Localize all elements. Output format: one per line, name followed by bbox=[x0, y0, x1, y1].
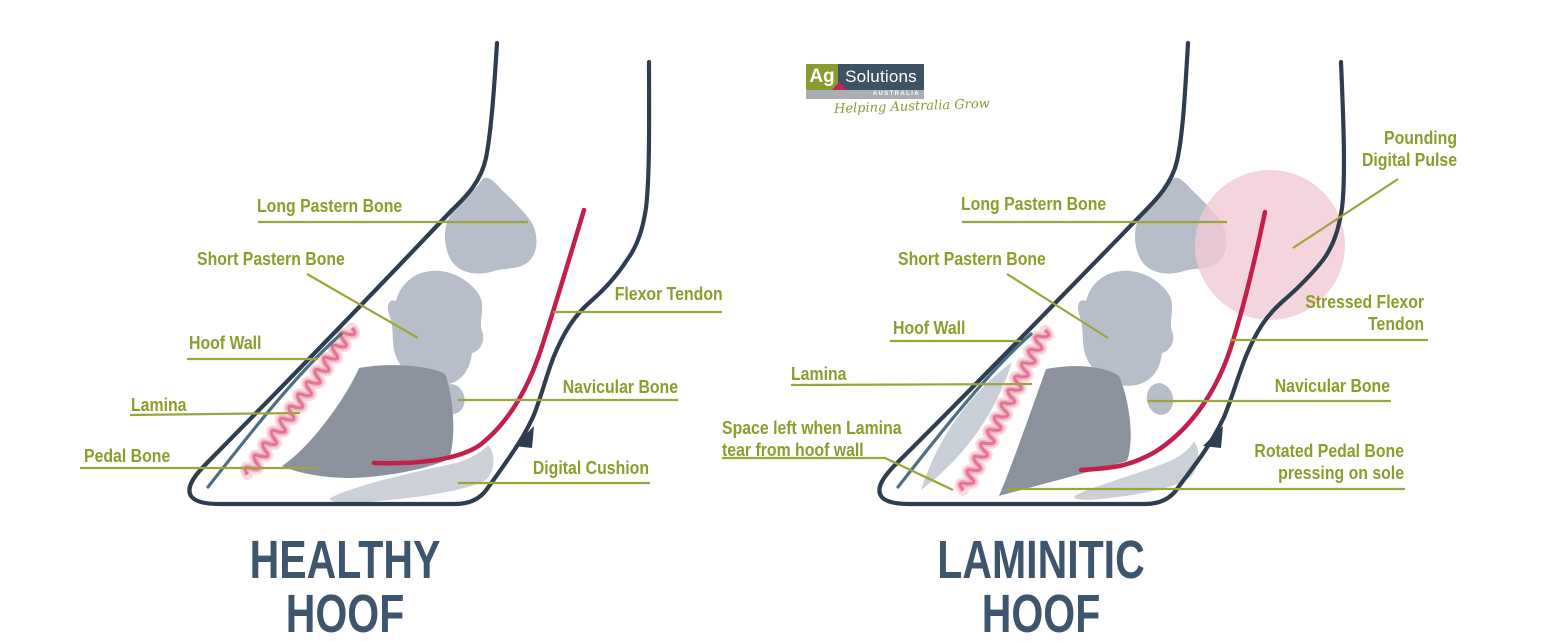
laminitic-hoof-wall-line bbox=[896, 332, 1033, 489]
label-stressed-line1: Stressed Flexor bbox=[1305, 292, 1424, 312]
label-healthy-navicular-bone: Navicular Bone bbox=[562, 377, 678, 397]
label-healthy-long-pastern-bone: Long Pastern Bone bbox=[257, 196, 403, 216]
leader-healthy-lamina bbox=[129, 411, 301, 417]
laminitic-hoof-illustration bbox=[722, 40, 1428, 507]
laminitic-rotated-pedal-bone-shape bbox=[999, 366, 1131, 496]
laminitic-digital-cushion-shape bbox=[1074, 441, 1199, 500]
healthy-flexor-tendon-line bbox=[371, 207, 587, 466]
leader-lamina-space bbox=[722, 456, 954, 491]
leader-pounding-digital-pulse bbox=[1292, 178, 1399, 249]
healthy-long-pastern-bone-shape bbox=[444, 177, 537, 274]
logo-arrow-icon bbox=[832, 82, 847, 90]
label-healthy-pedal-bone: Pedal Bone bbox=[84, 446, 171, 466]
healthy-digital-cushion-shape bbox=[329, 445, 494, 503]
healthy-leader-lines bbox=[80, 220, 722, 485]
lamina-separation-space-shape bbox=[921, 362, 1012, 490]
label-pounding-line2: Digital Pulse bbox=[1361, 150, 1457, 170]
healthy-hoof-illustration bbox=[80, 40, 722, 507]
label-lamina-space-line1: Space left when Lamina bbox=[722, 418, 902, 438]
label-stressed-flexor-tendon: Stressed Flexor Tendon bbox=[1305, 291, 1424, 335]
label-laminitic-lamina: Lamina bbox=[791, 364, 847, 384]
label-laminitic-hoof-wall: Hoof Wall bbox=[893, 318, 966, 338]
healthy-pedal-bone-shape bbox=[282, 365, 454, 478]
label-laminitic-navicular-bone: Navicular Bone bbox=[1274, 376, 1390, 396]
agsolutions-logo: Ag Solutions AUSTRALIA Helping Australia… bbox=[806, 64, 991, 117]
laminitic-hoof-title: LAMINITIC HOOF bbox=[937, 530, 1145, 642]
logo-tagline: Helping Australia Grow bbox=[833, 96, 991, 117]
label-rotated-line2: pressing on sole bbox=[1278, 463, 1404, 483]
laminitic-heel-notch bbox=[1203, 426, 1223, 448]
label-laminitic-long-pastern-bone: Long Pastern Bone bbox=[961, 194, 1107, 214]
label-rotated-pedal-bone: Rotated Pedal Bone pressing on sole bbox=[1254, 440, 1404, 484]
label-healthy-lamina: Lamina bbox=[131, 395, 187, 415]
label-laminitic-short-pastern-bone: Short Pastern Bone bbox=[898, 249, 1046, 269]
healthy-hoof-title: HEALTHY HOOF bbox=[249, 530, 441, 642]
leader-laminitic-short-pastern bbox=[1006, 273, 1109, 339]
label-healthy-hoof-wall: Hoof Wall bbox=[189, 333, 262, 353]
healthy-leg-outline bbox=[187, 40, 652, 507]
label-pounding-digital-pulse: Pounding Digital Pulse bbox=[1362, 127, 1457, 171]
label-pounding-line1: Pounding bbox=[1383, 128, 1457, 148]
label-lamina-space: Space left when Lamina tear from hoof wa… bbox=[722, 417, 902, 461]
healthy-heel-notch bbox=[514, 426, 534, 448]
label-healthy-digital-cushion: Digital Cushion bbox=[532, 458, 649, 478]
laminitic-navicular-bone-shape bbox=[1146, 383, 1174, 415]
label-lamina-space-line2: tear from hoof wall bbox=[722, 440, 864, 460]
logo-solutions-box: Solutions bbox=[838, 64, 924, 90]
logo-wordmark: Ag Solutions bbox=[806, 64, 924, 90]
leader-laminitic-lamina bbox=[790, 382, 1033, 387]
leader-healthy-short-pastern bbox=[306, 273, 419, 339]
label-healthy-short-pastern-bone: Short Pastern Bone bbox=[197, 249, 345, 269]
label-healthy-flexor-tendon: Flexor Tendon bbox=[615, 284, 723, 304]
label-stressed-line2: Tendon bbox=[1367, 314, 1424, 334]
label-rotated-line1: Rotated Pedal Bone bbox=[1254, 441, 1404, 461]
laminitic-leader-lines bbox=[722, 178, 1428, 491]
laminitic-stressed-flexor-tendon-line bbox=[1078, 209, 1268, 473]
logo-region-bar: AUSTRALIA bbox=[806, 90, 924, 99]
pounding-digital-pulse-circle bbox=[1195, 170, 1345, 320]
